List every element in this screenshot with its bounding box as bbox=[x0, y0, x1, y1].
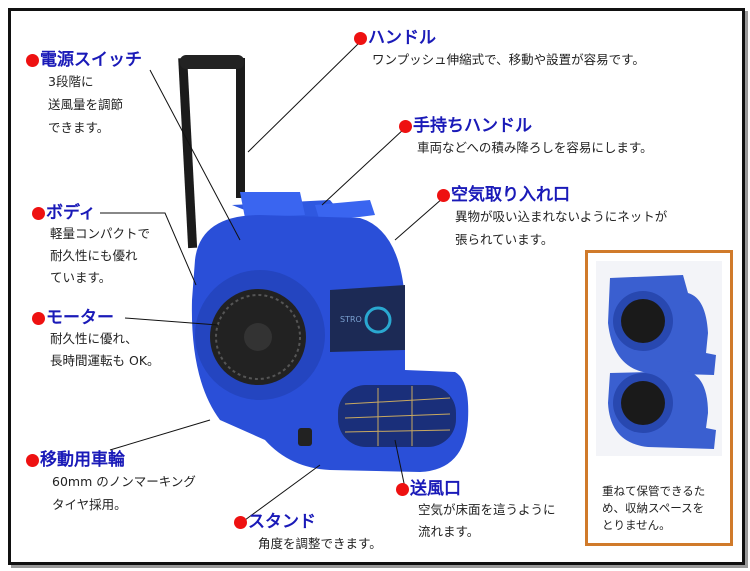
storage-caption: め、収納スペースを bbox=[602, 501, 705, 515]
callout-text: 送風量を調節 bbox=[48, 97, 124, 112]
stacked-storage-panel: 重ねて保管できるため、収納スペースをとりません。 bbox=[585, 250, 733, 546]
bullet-icon bbox=[26, 453, 39, 467]
callout-title: 移動用車輪 bbox=[40, 450, 125, 470]
callout-title: 手持ちハンドル bbox=[413, 116, 532, 136]
callout-text: 流れます。 bbox=[418, 524, 480, 539]
callout-title: スタンド bbox=[248, 512, 316, 532]
callout-wheels: 移動用車輪 60mm のノンマーキングタイヤ採用。 bbox=[26, 450, 196, 516]
callout-text: 60mm のノンマーキング bbox=[52, 474, 196, 489]
callout-title: ハンドル bbox=[368, 28, 436, 48]
callout-text: 耐久性にも優れ bbox=[50, 248, 138, 263]
frame-border bbox=[8, 8, 745, 565]
bullet-icon bbox=[234, 515, 247, 529]
callout-text: ています。 bbox=[50, 270, 112, 285]
callout-text: 空気が床面を這うように bbox=[418, 502, 556, 517]
callout-title: 空気取り入れ口 bbox=[451, 185, 570, 205]
callout-air-intake: 空気取り入れ口 異物が吸い込まれないようにネットが張られています。 bbox=[437, 185, 667, 251]
callout-handle: ハンドル ワンプッシュ伸縮式で、移動や設置が容易です。 bbox=[354, 28, 645, 71]
callout-motor: モーター 耐久性に優れ、長時間運転も OK。 bbox=[32, 308, 160, 372]
callout-title: 電源スイッチ bbox=[40, 50, 142, 70]
callout-body: ボディ 軽量コンパクトで耐久性にも優れています。 bbox=[32, 203, 150, 289]
callout-text: 軽量コンパクトで bbox=[50, 226, 151, 241]
callout-power-switch: 電源スイッチ 3段階に送風量を調節できます。 bbox=[26, 50, 142, 139]
callout-text: 耐久性に優れ、 bbox=[50, 331, 138, 346]
bullet-icon bbox=[396, 482, 409, 496]
telescoping-handle bbox=[178, 55, 245, 249]
callout-title: モーター bbox=[46, 308, 114, 328]
callout-text: できます。 bbox=[48, 120, 110, 135]
blower-body: STRO bbox=[191, 192, 469, 472]
storage-caption: とりません。 bbox=[602, 518, 671, 532]
callout-text: 異物が吸い込まれないようにネットが bbox=[455, 209, 668, 224]
bullet-icon bbox=[437, 188, 450, 202]
bullet-icon bbox=[32, 206, 45, 220]
callout-text: 角度を調整できます。 bbox=[258, 536, 382, 551]
callout-outlet: 送風口 空気が床面を這うように流れます。 bbox=[396, 479, 556, 543]
callout-carry-handle: 手持ちハンドル 車両などへの積み降ろしを容易にします。 bbox=[399, 116, 653, 159]
callout-title: 送風口 bbox=[410, 479, 461, 499]
callout-text: 3段階に bbox=[48, 74, 94, 89]
callout-text: 長時間運転も OK。 bbox=[50, 353, 160, 368]
bullet-icon bbox=[354, 31, 367, 45]
callout-title: ボディ bbox=[46, 203, 96, 223]
brand-logo: STRO bbox=[340, 315, 362, 324]
callout-text: 張られています。 bbox=[455, 232, 554, 247]
bullet-icon bbox=[26, 53, 39, 67]
callout-text: 車両などへの積み降ろしを容易にします。 bbox=[417, 140, 653, 155]
leader-lines bbox=[100, 41, 444, 521]
callout-text: ワンプッシュ伸縮式で、移動や設置が容易です。 bbox=[372, 52, 645, 67]
callout-text: タイヤ採用。 bbox=[52, 497, 127, 512]
callout-stand: スタンド 角度を調整できます。 bbox=[234, 512, 382, 555]
storage-caption: 重ねて保管できるた bbox=[602, 484, 706, 498]
bullet-icon bbox=[32, 311, 45, 325]
stacked-blowers-image bbox=[596, 261, 722, 456]
bullet-icon bbox=[399, 119, 412, 133]
